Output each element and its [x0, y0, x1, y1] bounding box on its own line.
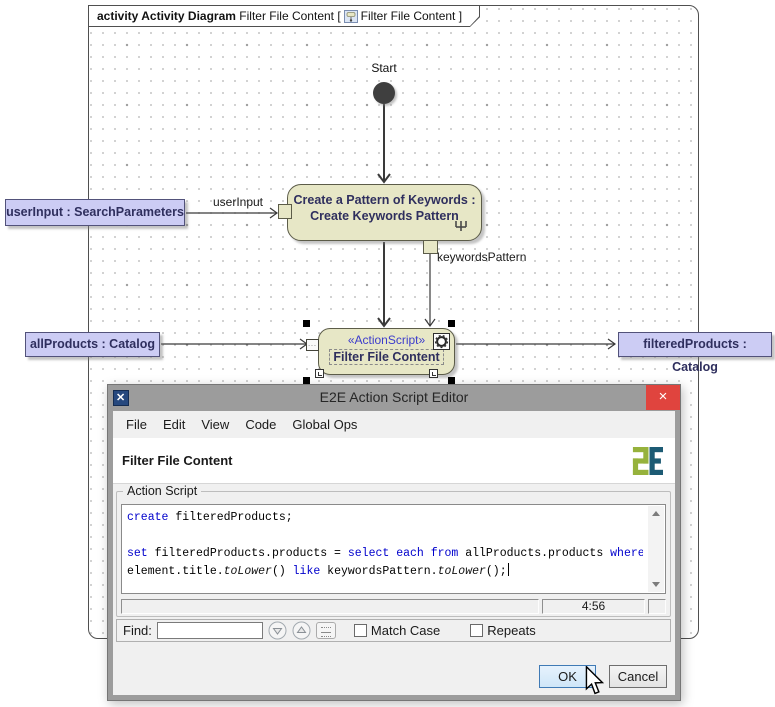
diagram-tab-label: activity Activity Diagram Filter File Co…: [97, 9, 462, 26]
object-node-allproducts[interactable]: allProducts : Catalog: [25, 332, 160, 357]
find-previous-icon[interactable]: [292, 621, 311, 640]
object-node-filteredproducts[interactable]: filteredProducts : Catalog: [618, 332, 772, 374]
script-name-label: Filter File Content: [122, 453, 233, 468]
code-line: create filteredProducts;: [127, 511, 293, 524]
close-button[interactable]: ×: [646, 385, 680, 410]
code-line: [127, 527, 643, 545]
menu-view[interactable]: View: [201, 417, 230, 432]
dialog-client-area: File Edit View Code Global Ops Filter File C…: [113, 411, 675, 695]
find-bar: Find: Match Case Repeats: [116, 619, 671, 642]
action-name-filter-file-content: Filter File Content: [329, 349, 444, 365]
repeats-label: Repeats: [487, 623, 536, 638]
edge-label-userinput: userInput: [212, 195, 264, 209]
menu-edit[interactable]: Edit: [162, 417, 186, 432]
e2e-action-script-editor-dialog: E2E Action Script Editor × FileEditViewC…: [107, 384, 681, 701]
app-icon: [113, 390, 129, 406]
pin-label-keywordspattern: keywordsPattern: [437, 250, 527, 264]
selection-handle[interactable]: [303, 377, 310, 384]
smart-manipulator-icon[interactable]: [315, 369, 324, 378]
vertical-scrollbar[interactable]: [648, 506, 664, 592]
selection-handle[interactable]: [448, 377, 455, 384]
action-script-group-label: Action Script: [123, 484, 202, 498]
selection-handle[interactable]: [448, 320, 455, 327]
action-label-line2: Create Keywords Pattern: [310, 209, 459, 223]
match-case-label: Match Case: [370, 623, 441, 638]
menu-bar: File Edit View Code Global Ops: [113, 411, 675, 438]
action-create-keywords-pattern[interactable]: Create a Pattern of Keywords : Create Ke…: [287, 184, 482, 241]
cancel-button[interactable]: Cancel: [609, 665, 667, 688]
e2e-logo-icon: [632, 447, 666, 480]
code-line: element.title.toLower() like keywordsPat…: [127, 563, 509, 578]
menu-code[interactable]: Code: [245, 417, 277, 432]
scroll-down-icon[interactable]: [652, 582, 660, 587]
editor-status-bar: 4:56: [121, 599, 666, 614]
dialog-title: E2E Action Script Editor: [319, 389, 469, 405]
menu-global-ops[interactable]: Global Ops: [292, 417, 358, 432]
selection-handle[interactable]: [303, 320, 310, 327]
object-node-userinput[interactable]: userInput : SearchParameters: [5, 199, 185, 226]
repeats-checkbox[interactable]: [470, 624, 484, 637]
find-next-icon[interactable]: [268, 621, 287, 640]
script-header-strip: Filter File Content: [113, 438, 675, 484]
code-editor[interactable]: create filteredProducts; set filteredPro…: [121, 504, 666, 594]
find-input[interactable]: [156, 622, 263, 639]
action-label-line1: Create a Pattern of Keywords :: [293, 193, 476, 207]
start-node-label: Start: [371, 61, 397, 75]
text-caret: [507, 563, 509, 576]
code-line: set filteredProducts.products = select e…: [127, 547, 643, 560]
scroll-up-icon[interactable]: [652, 511, 660, 516]
find-label: Find:: [123, 623, 152, 638]
status-cell-small: [648, 599, 666, 614]
dialog-titlebar[interactable]: E2E Action Script Editor ×: [108, 385, 680, 411]
input-pin-allproducts[interactable]: ...: [306, 339, 319, 351]
action-script-groupbox: Action Script create filteredProducts; s…: [116, 484, 671, 617]
smart-manipulator-icon[interactable]: [429, 369, 438, 378]
highlight-all-icon[interactable]: [315, 622, 336, 639]
code-lines[interactable]: create filteredProducts; set filteredPro…: [127, 509, 643, 591]
output-pin-keywordspattern[interactable]: [423, 240, 438, 254]
stereotype-actionscript: «ActionScript»: [347, 333, 426, 347]
input-pin-userinput[interactable]: [278, 204, 292, 219]
match-case-checkbox[interactable]: [353, 624, 367, 637]
initial-node[interactable]: [373, 82, 395, 104]
caret-position-indicator: 4:56: [542, 599, 645, 614]
menu-file[interactable]: File: [126, 417, 147, 432]
actionscript-gear-icon: [433, 333, 450, 350]
call-behavior-rake-icon: [454, 219, 468, 237]
action-filter-file-content[interactable]: «ActionScript» Filter File Content: [318, 328, 455, 375]
diagram-tab[interactable]: [89, 6, 479, 26]
mouse-cursor-icon: [584, 665, 606, 701]
activity-diagram-icon: [343, 10, 358, 26]
status-cell-empty: [121, 599, 539, 614]
